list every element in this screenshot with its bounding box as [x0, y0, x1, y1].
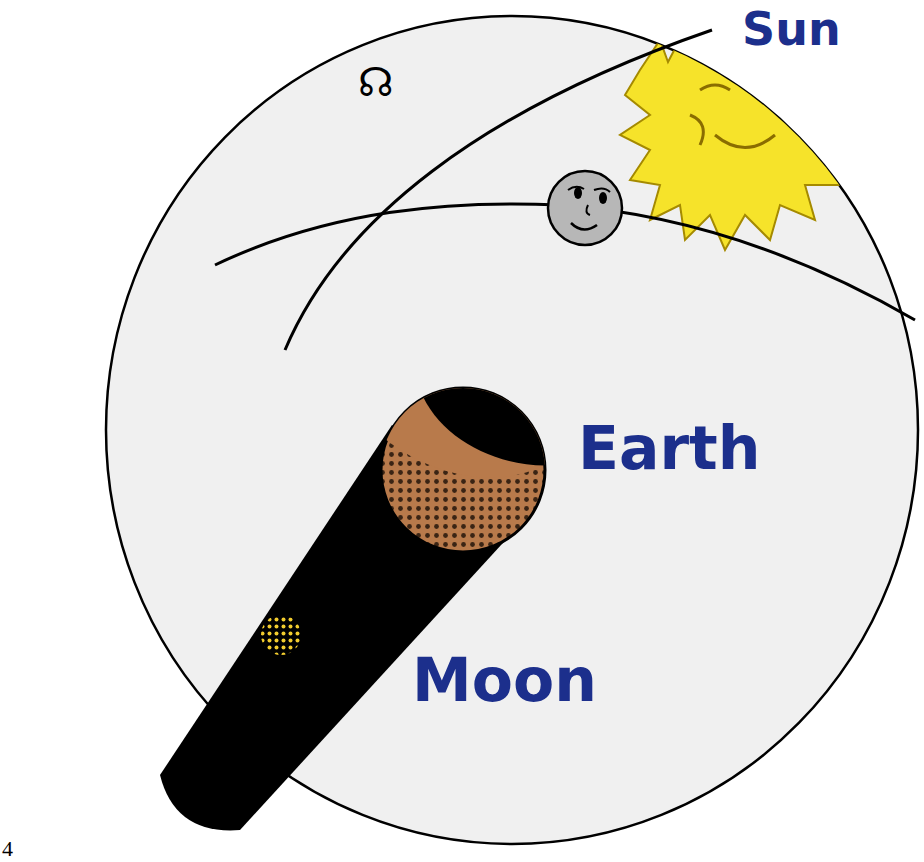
page-number: 4 — [2, 838, 13, 860]
moon-drawing — [548, 171, 622, 245]
moon-label: Moon — [412, 650, 597, 710]
moon-orbit-line — [285, 30, 712, 350]
earth-label: Earth — [578, 418, 760, 478]
sun-label: Sun — [742, 6, 841, 52]
ascending-node-symbol: ☊ — [358, 62, 394, 102]
shadow-cone — [160, 380, 560, 830]
